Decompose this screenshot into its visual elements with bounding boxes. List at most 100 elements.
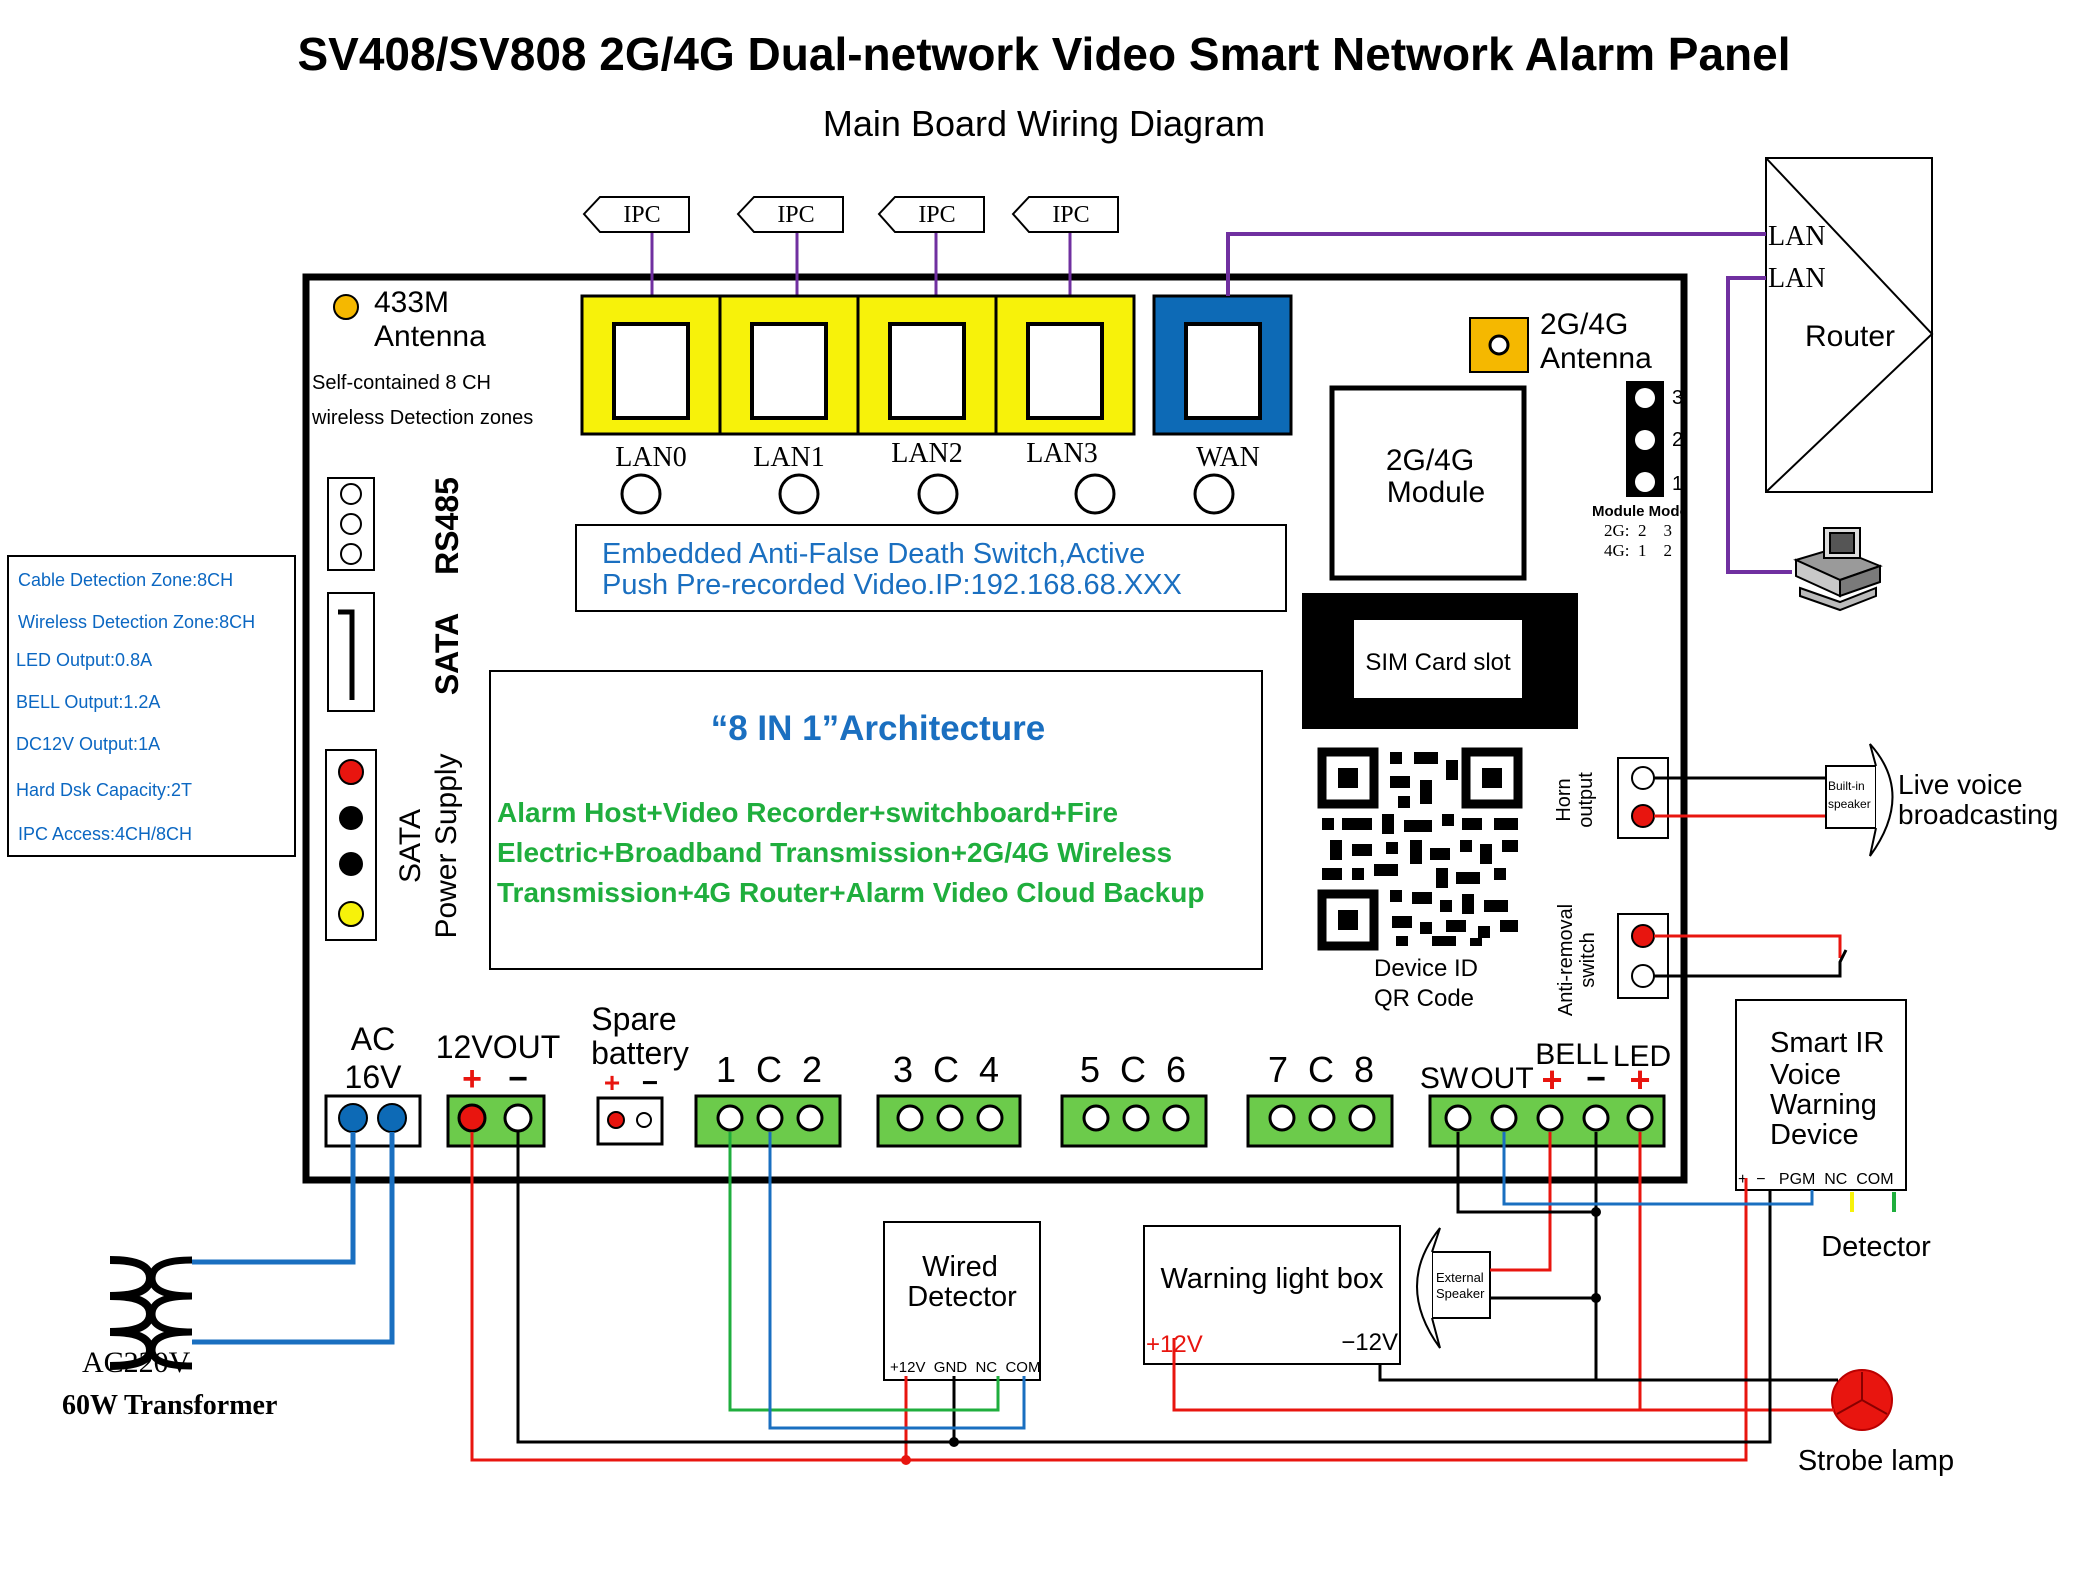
spec-line: Wireless Detection Zone:8CH: [18, 612, 255, 632]
gsm-antenna-label: Antenna: [1540, 342, 1652, 375]
zone-terminal[interactable]: [1246, 1094, 1394, 1148]
spare-battery-terminal[interactable]: [596, 1096, 664, 1146]
junction-dot: [1591, 1207, 1601, 1217]
gsm-antenna-icon: [1469, 317, 1529, 373]
spec-line: DC12V Output:1A: [16, 734, 160, 754]
zone-terminal[interactable]: [1060, 1094, 1208, 1148]
embedded-feature-text: Embedded Anti-False Death Switch,Active: [602, 538, 1145, 570]
out12v-minus: −: [508, 1060, 528, 1098]
antenna-433-label: Antenna: [374, 320, 486, 353]
smart-ir-pins: + − PGM NC COM: [1738, 1171, 1894, 1188]
jumper-pin-label: 2: [1672, 429, 1683, 451]
page-subtitle: Main Board Wiring Diagram: [823, 103, 1265, 144]
power-wire-black: [516, 1132, 1838, 1444]
ac-label: AC: [351, 1021, 395, 1057]
sata-power-label: SATA: [394, 809, 427, 883]
zone-terminal[interactable]: [694, 1094, 842, 1148]
output-terminal[interactable]: [1428, 1094, 1666, 1148]
sata-label: SATA: [429, 613, 465, 695]
ac-label: 16V: [345, 1059, 403, 1095]
wired-detector-pins: +12V GND NC COM: [890, 1359, 1040, 1376]
port-led: [620, 473, 1235, 515]
sata-connector[interactable]: [327, 592, 375, 712]
smart-ir-label: Smart IR: [1770, 1027, 1884, 1059]
horn-output-connector[interactable]: [1617, 757, 1669, 839]
zone-wire-blue: [768, 1132, 1814, 1430]
external-speaker-label: Speaker: [1436, 1286, 1485, 1301]
lan-port-label: LAN2: [891, 438, 963, 469]
module-mode-row: 4G: 1 2: [1604, 541, 1672, 560]
strobe-lamp-label: Strobe lamp: [1798, 1445, 1954, 1477]
live-voice-label: broadcasting: [1898, 799, 2058, 830]
strobe-lamp-icon: [1831, 1369, 1893, 1431]
warning-minus-label: −12V: [1341, 1329, 1398, 1356]
rs485-connector[interactable]: [327, 477, 375, 571]
architecture-text: Transmission+4G Router+Alarm Video Cloud…: [497, 877, 1204, 908]
lan-port-label: LAN1: [753, 442, 825, 473]
module-mode-jumper[interactable]: [1626, 381, 1664, 497]
out12v-plus: +: [462, 1060, 482, 1098]
ipc-tag: IPC: [582, 196, 690, 233]
ipc-tag-label: IPC: [623, 202, 660, 228]
wan-port[interactable]: [1152, 294, 1293, 436]
ac-terminal[interactable]: [324, 1094, 422, 1148]
zone-wire-green: [728, 1132, 1000, 1412]
out12v-label: 12VOUT: [436, 1029, 560, 1065]
wired-detector: [883, 1221, 1041, 1381]
ipc-tag-label: IPC: [1052, 202, 1089, 228]
ipc-tag: IPC: [736, 196, 844, 233]
ipc-tag-label: IPC: [777, 202, 814, 228]
out12v-terminal[interactable]: [446, 1094, 546, 1148]
wireless-zone-desc: wireless Detection zones: [311, 407, 533, 429]
qr-code: [1317, 747, 1523, 951]
wan-router-wire: [1226, 232, 1766, 296]
lan-port[interactable]: [994, 294, 1136, 436]
embedded-feature-text: Push Pre-recorded Video.IP:192.168.68.XX…: [602, 569, 1182, 601]
spec-line: IPC Access:4CH/8CH: [18, 824, 192, 844]
warning-light-box-label: Warning light box: [1161, 1263, 1384, 1295]
architecture-text: Electric+Broadband Transmission+2G/4G Wi…: [497, 837, 1172, 868]
spec-box: Cable Detection Zone:8CH Wireless Detect…: [7, 555, 296, 857]
spare-battery-label: Spare: [591, 1001, 676, 1037]
power-wire-red: [470, 1132, 1834, 1462]
anti-removal-wire: [1654, 934, 1842, 958]
junction-dot: [949, 1437, 959, 1447]
lan-port[interactable]: [856, 294, 998, 436]
jumper-pin-label: 1: [1672, 473, 1683, 495]
spare-minus: −: [642, 1067, 658, 1098]
bell-label: BELL: [1535, 1038, 1608, 1071]
zone-label: 1 C 2: [716, 1049, 822, 1090]
zone-terminal[interactable]: [876, 1094, 1022, 1148]
junction-dot: [901, 1455, 911, 1465]
sw-label: SW: [1420, 1062, 1469, 1095]
architecture-box: [489, 670, 1263, 970]
junction-dot: [1591, 1293, 1601, 1303]
anti-removal-wire: [1654, 949, 1848, 978]
router-lan-label: LAN: [1768, 221, 1826, 252]
bell-minus: −: [1586, 1060, 1606, 1098]
sata-power-connector[interactable]: [325, 749, 377, 941]
smart-ir-label: Voice: [1770, 1059, 1841, 1091]
spec-line: BELL Output:1.2A: [16, 692, 160, 712]
gsm-module-label: 2G/4G: [1386, 444, 1474, 477]
transformer-icon: [109, 1256, 193, 1370]
zone-label: 5 C 6: [1080, 1049, 1186, 1090]
out-label: OUT: [1470, 1062, 1533, 1095]
external-speaker-icon: [1416, 1227, 1491, 1349]
computer-icon: [1793, 527, 1883, 612]
antenna-433-label: 433M: [374, 286, 449, 319]
wired-detector-label: Detector: [907, 1281, 1017, 1313]
builtin-speaker-icon: [1825, 743, 1894, 857]
external-speaker-label: External: [1436, 1270, 1484, 1285]
builtin-speaker-label: speaker: [1828, 797, 1871, 811]
lan-port[interactable]: [718, 294, 860, 436]
anti-removal-connector[interactable]: [1617, 913, 1669, 999]
lan-port[interactable]: [580, 294, 722, 436]
router-lan-label: LAN: [1768, 263, 1826, 294]
lan-port-label: LAN0: [615, 442, 687, 473]
transformer-label: AC220V: [82, 1346, 191, 1379]
qr-label: Device ID: [1374, 955, 1478, 982]
smart-ir-label: Device: [1770, 1119, 1859, 1151]
gsm-antenna-label: 2G/4G: [1540, 308, 1628, 341]
sim-card-slot[interactable]: [1302, 593, 1578, 729]
